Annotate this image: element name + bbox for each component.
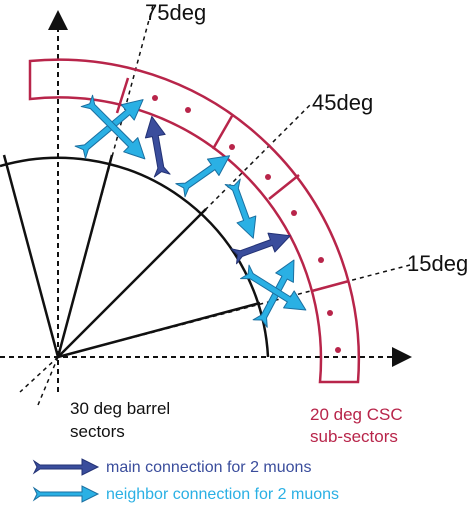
csc-dot: [291, 210, 297, 216]
csc-dots: [152, 95, 341, 353]
csc-dot: [229, 144, 235, 150]
neighbor-arrow: [80, 94, 146, 160]
guide-lower-1: [19, 356, 59, 393]
csc-label-line1: 20 deg CSC: [310, 405, 403, 424]
csc-sub-sectors: [28, 58, 361, 384]
barrel-outer-arc: [0, 156, 270, 358]
barrel-label-line2: sectors: [70, 422, 125, 441]
legend-neighbor-label: neighbor connection for 2 muons: [106, 486, 339, 503]
csc-dot: [265, 174, 271, 180]
csc-dot: [335, 347, 341, 353]
csc-dot: [318, 257, 324, 263]
csc-dot: [185, 107, 191, 113]
connection-arrows: [74, 94, 307, 328]
neighbor-arrow: [240, 264, 307, 311]
guide-lower-2: [37, 356, 59, 406]
barrel-spoke-105: [2, 154, 60, 358]
main-arrow: [230, 232, 291, 265]
angle-label-45: 45deg: [312, 90, 373, 115]
angle-label-75: 75deg: [145, 0, 206, 25]
csc-ring: [28, 58, 361, 384]
csc-dot: [327, 310, 333, 316]
legend-main-label: main connection for 2 muons: [106, 459, 311, 476]
csc-label-line2: sub-sectors: [310, 427, 398, 446]
neighbor-arrow: [175, 155, 231, 198]
legend-neighbor-arrow-icon: [32, 485, 100, 503]
guide-45: [57, 104, 311, 358]
main-arrow: [144, 115, 171, 178]
csc-divider-2: [211, 115, 234, 150]
neighbor-arrow: [224, 178, 257, 239]
legend-main-arrow-icon: [32, 458, 100, 476]
neighbor-arrow: [74, 99, 144, 159]
angle-label-15: 15deg: [407, 251, 468, 276]
angle-guides: [19, 4, 411, 406]
legend: main connection for 2 muons neighbor con…: [32, 458, 339, 503]
csc-divider-3: [268, 174, 300, 200]
csc-dot: [152, 95, 158, 101]
csc-divider-4: [311, 279, 350, 293]
barrel-label-line1: 30 deg barrel: [70, 399, 170, 418]
csc-divider-1: [115, 77, 130, 114]
